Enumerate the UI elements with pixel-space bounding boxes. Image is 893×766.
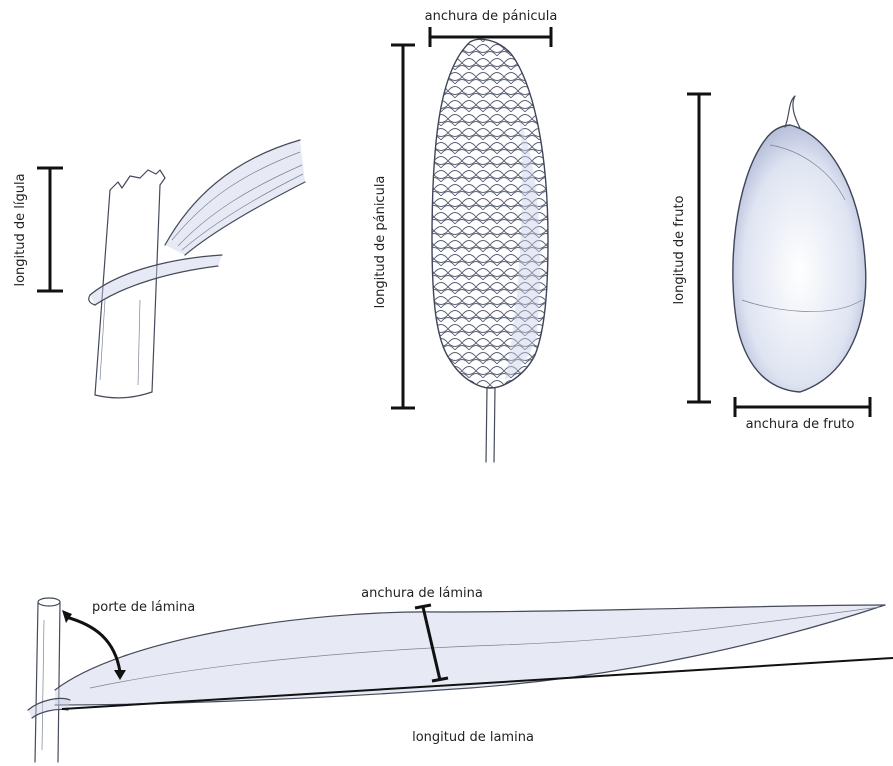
ligule-length-label: longitud de lígula (13, 173, 28, 286)
blade-length-label: longitud de lamina (412, 730, 534, 745)
blade-width-label: anchura de lámina (361, 586, 483, 601)
ligule-length-bar (37, 168, 63, 291)
fruit-width-label: anchura de fruto (746, 417, 855, 432)
fruit-length-label: longitud de fruto (672, 195, 687, 304)
panicle-illustration (432, 39, 548, 462)
fruit-width-bar (735, 397, 870, 417)
ligule-illustration (89, 140, 305, 398)
blade-habit-label: porte de lámina (92, 600, 195, 615)
panicle-length-label: longitud de pánicula (373, 176, 388, 309)
fruit-length-bar (687, 94, 711, 402)
panicle-length-bar (391, 45, 415, 408)
panicle-width-label: anchura de pánicula (425, 9, 558, 24)
fruit-illustration (733, 96, 866, 392)
